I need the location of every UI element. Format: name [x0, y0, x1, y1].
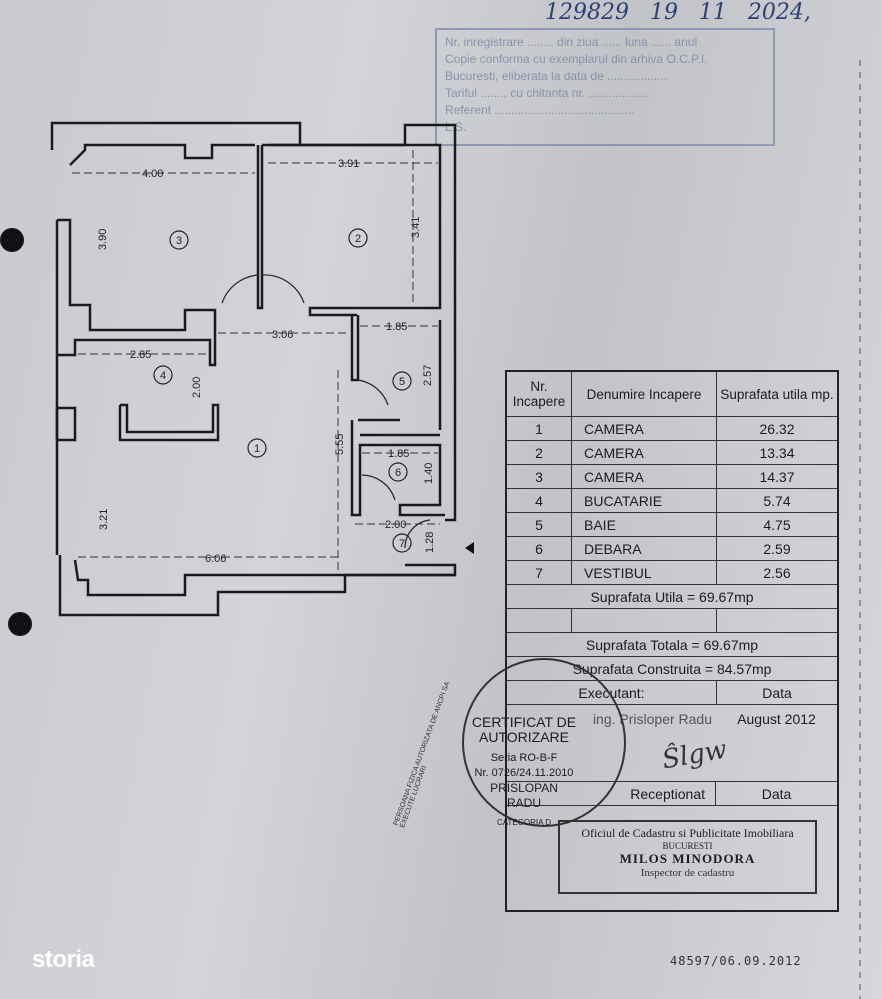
header-name: Denumire Incapere: [572, 372, 717, 416]
suprafata-construita: Suprafata Construita = 84.57mp: [572, 660, 772, 677]
receptionat-row: Receptionat Data: [507, 782, 837, 806]
stamp-line: Copie conforma cu exemplarul din arhiva …: [445, 52, 708, 66]
seal-text: CERTIFICAT DE AUTORIZARE Seria RO-B-F Nr…: [468, 715, 580, 830]
dim-label: 3.21: [98, 509, 110, 530]
room-markers: [153, 228, 412, 553]
cell-nr: 4: [507, 489, 572, 512]
dim-label: 1.40: [423, 463, 435, 484]
cell-area: 26.32: [759, 420, 795, 437]
cell-nr: 5: [507, 513, 572, 536]
cell-area: 4.75: [763, 516, 791, 533]
entrance-arrow-icon: [465, 542, 474, 554]
dim-label: 1.85: [386, 321, 407, 333]
cell-nr: 3: [507, 465, 572, 488]
room-number: 4: [160, 370, 166, 382]
cell-nr: 1: [507, 417, 572, 440]
dimension-lines: [72, 150, 440, 570]
stamp-line: Referent ...............................…: [445, 103, 635, 117]
seal-name1: PRISLOPAN: [490, 781, 558, 795]
receptionat-label: Receptionat: [507, 782, 716, 805]
room-number: 5: [399, 376, 405, 388]
data-label: Data: [762, 684, 792, 701]
room-number: 2: [355, 233, 361, 245]
cell-name: BUCATARIE: [572, 489, 717, 512]
stamp-line: Bucuresti, eliberata la data de ........…: [445, 69, 668, 83]
suprafata-construita-row: Suprafata Construita = 84.57mp: [507, 657, 837, 681]
cell-name: CAMERA: [572, 465, 717, 488]
seal-category: CATEGORIA D: [496, 818, 552, 827]
room-number: 1: [254, 443, 260, 455]
binder-hole: [8, 612, 32, 636]
cell-area: 2.59: [763, 540, 791, 557]
table-header: Nr. Incapere Denumire Incapere Suprafata…: [507, 372, 837, 417]
executant-date: August 2012: [737, 711, 816, 727]
footer-number: 48597/06.09.2012: [670, 954, 802, 968]
cell-nr: 2: [507, 441, 572, 464]
seal-name2: RADU: [506, 796, 541, 810]
receptionat-data-label: Data: [761, 785, 792, 802]
dim-label: 3.41: [410, 217, 422, 238]
cell-nr: 6: [507, 537, 572, 560]
authorization-seal: [462, 658, 626, 827]
cell-name: BAIE: [572, 513, 717, 536]
ocpi-line2: BUCURESTI: [662, 841, 713, 851]
cell-nr: 7: [507, 561, 572, 584]
cell-name: CAMERA: [572, 417, 717, 440]
dim-label: 1.85: [388, 448, 409, 460]
seal-seria: Seria RO-B-F: [490, 752, 558, 764]
room-number: 7: [399, 538, 405, 550]
cell-name: VESTIBUL: [572, 561, 717, 584]
dim-label: 4.00: [142, 168, 163, 180]
cell-name: CAMERA: [572, 441, 717, 464]
ocpi-stamp: Oficiul de Cadastru si Publicitate Imobi…: [558, 820, 817, 894]
stamp-line: Tariful ........ cu chitanta nr. .......…: [445, 86, 649, 100]
dim-label: 5.55: [334, 434, 346, 455]
suprafata-totala-row: Suprafata Totala = 69.67mp: [507, 633, 837, 657]
suprafata-utila: Suprafata Utila = 69.67mp: [590, 588, 754, 605]
suprafata-utila-row: Suprafata Utila = 69.67mp: [507, 585, 837, 609]
ocpi-name: MILOS MINODORA: [619, 851, 756, 866]
dimension-labels: 4.00 3.91 3.90 3.41 3.06 1.85 2.85 2.00 …: [97, 158, 436, 565]
dim-label: 3.91: [338, 158, 359, 170]
binder-hole: [0, 228, 24, 252]
seal-nr: Nr. 0726/24.11.2010: [474, 767, 574, 779]
dim-label: 2.00: [385, 519, 406, 531]
dim-label: 1.28: [424, 532, 436, 553]
ocpi-line1: Oficiul de Cadastru si Publicitate Imobi…: [581, 826, 794, 840]
storia-watermark: storia: [32, 946, 95, 973]
cell-name: DEBARA: [572, 537, 717, 560]
dim-label: 2.57: [422, 365, 434, 386]
cell-area: 2.56: [763, 564, 791, 581]
header-nr: Nr. Incapere: [507, 372, 572, 416]
dim-label: 3.06: [272, 329, 293, 341]
header-area: Suprafata utila mp.: [720, 386, 834, 402]
registration-stamp: Nr. inregistrare ........ din ziua .....…: [435, 28, 775, 146]
dim-label: 2.85: [130, 349, 151, 361]
empty-row: [507, 609, 837, 633]
room-number: 6: [395, 467, 401, 479]
suprafata-totala: Suprafata Totala = 69.67mp: [585, 636, 759, 653]
dim-label: 2.00: [191, 377, 203, 398]
cell-area: 14.37: [759, 468, 795, 485]
handwritten-registration: 129829 19 11 2024,: [545, 0, 811, 25]
cell-area: 13.34: [759, 444, 795, 461]
dim-label: 6.06: [205, 553, 226, 565]
stamp-line: Nr. inregistrare ........ din ziua .....…: [445, 35, 698, 49]
cell-area: 5.74: [763, 492, 791, 509]
door-swings: [221, 274, 431, 549]
ocpi-role: Inspector de cadastru: [640, 867, 735, 879]
walls: [50, 121, 457, 617]
seal-title: CERTIFICAT DE AUTORIZARE: [471, 714, 577, 745]
dim-label: 3.90: [97, 229, 109, 250]
room-number: 3: [176, 235, 182, 247]
